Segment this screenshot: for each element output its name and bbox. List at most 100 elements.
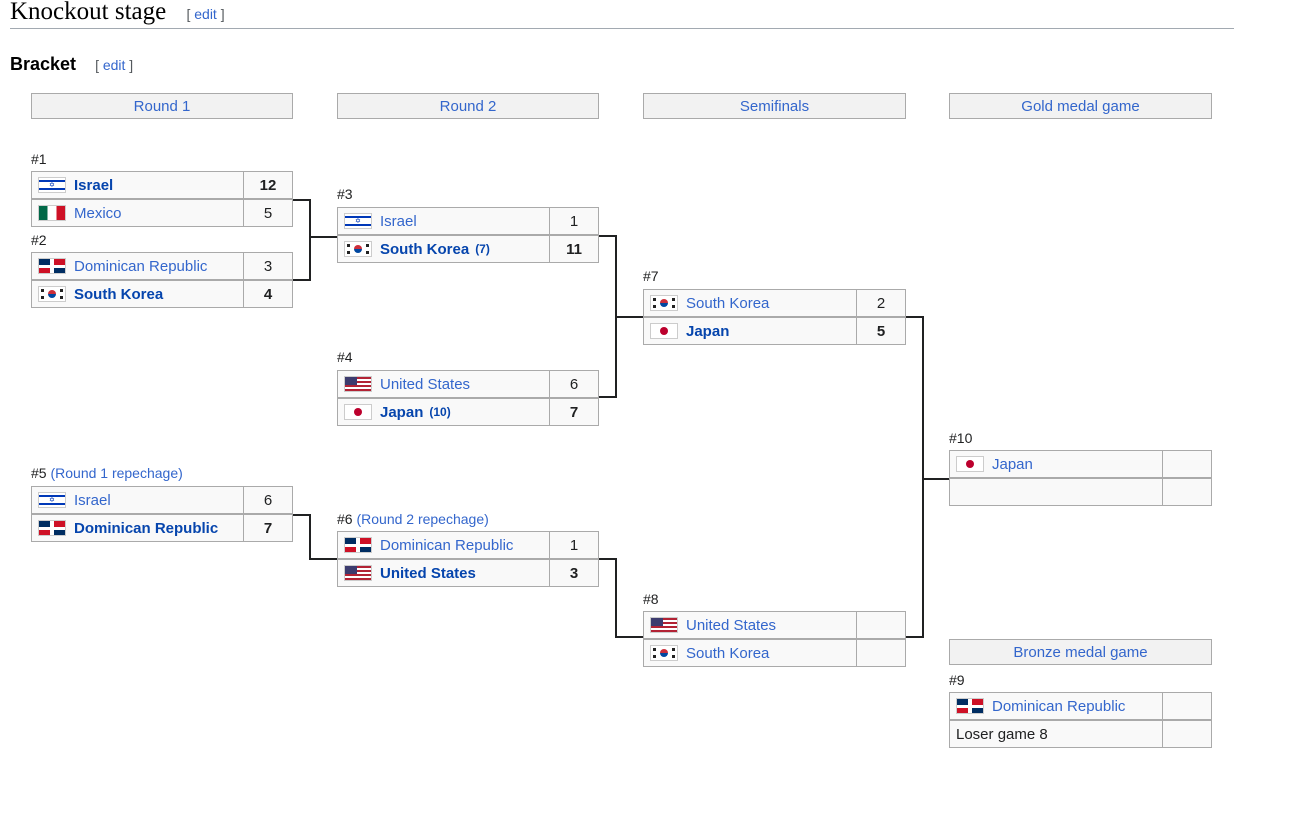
team-name[interactable]: Israel: [74, 176, 114, 194]
match4-team1[interactable]: United States: [337, 370, 550, 398]
match4-team2[interactable]: Japan (10): [337, 398, 550, 426]
match8-score2: [856, 639, 906, 667]
match9-team1[interactable]: Dominican Republic: [949, 692, 1163, 720]
south-korea-flag-icon: [344, 241, 372, 257]
match1-team2[interactable]: Mexico: [31, 199, 244, 227]
united-states-flag-icon: [344, 376, 372, 392]
team-name[interactable]: Mexico: [74, 204, 122, 222]
round-header-2[interactable]: Round 2: [337, 93, 599, 119]
team-name[interactable]: Dominican Republic: [74, 519, 219, 537]
match9-team2: Loser game 8: [949, 720, 1163, 748]
south-korea-flag-icon: [650, 295, 678, 311]
team-name: Loser game 8: [956, 725, 1048, 743]
bracket-connector: [615, 636, 643, 638]
team-name[interactable]: United States: [380, 375, 471, 393]
bracket-connector: [615, 316, 643, 318]
team-name[interactable]: Israel: [380, 212, 417, 230]
team-name[interactable]: United States: [686, 616, 777, 634]
match7-team1[interactable]: South Korea: [643, 289, 857, 317]
match3-team1[interactable]: ✡ Israel: [337, 207, 550, 235]
bracket-connector: [293, 199, 311, 201]
team-name[interactable]: Dominican Republic: [74, 257, 208, 275]
united-states-flag-icon: [344, 565, 372, 581]
match3-score2: 11: [549, 235, 599, 263]
section-heading-text: Knockout stage: [10, 0, 167, 25]
match-label-2: #2: [31, 232, 47, 248]
match-label-4: #4: [337, 349, 353, 365]
subsection-heading-text: Bracket: [10, 54, 77, 74]
dominican-republic-flag-icon: [344, 537, 372, 553]
mexico-flag-icon: [38, 205, 66, 221]
team-name[interactable]: South Korea: [686, 644, 770, 662]
round-header-semifinals[interactable]: Semifinals: [643, 93, 906, 119]
repechage-link[interactable]: (Round 1 repechage): [50, 465, 183, 481]
match-label-9: #9: [949, 672, 965, 688]
round-header-gold-medal[interactable]: Gold medal game: [949, 93, 1212, 119]
team-name[interactable]: Dominican Republic: [992, 697, 1126, 715]
subsection-edit-link[interactable]: [ edit ]: [95, 57, 134, 73]
match8-score1: [856, 611, 906, 639]
heading-divider: [10, 28, 1234, 29]
south-korea-flag-icon: [650, 645, 678, 661]
team-name[interactable]: Japan: [992, 455, 1033, 473]
team-name[interactable]: Dominican Republic: [380, 536, 514, 554]
match5-team1[interactable]: ✡ Israel: [31, 486, 244, 514]
match6-score2: 3: [549, 559, 599, 587]
match6-team1[interactable]: Dominican Republic: [337, 531, 550, 559]
match-label-5: #5 (Round 1 repechage): [31, 465, 183, 481]
match2-score1: 3: [243, 252, 293, 280]
match7-score2: 5: [856, 317, 906, 345]
match2-team2[interactable]: South Korea: [31, 280, 244, 308]
match9-score1: [1162, 692, 1212, 720]
match6-score1: 1: [549, 531, 599, 559]
repechage-link[interactable]: (Round 2 repechage): [356, 511, 489, 527]
subsection-heading: Bracket [ edit ]: [10, 52, 133, 77]
team-name[interactable]: United States: [380, 564, 476, 582]
match10-score1: [1162, 450, 1212, 478]
match8-team2[interactable]: South Korea: [643, 639, 857, 667]
match5-score1: 6: [243, 486, 293, 514]
bracket-connector: [906, 636, 924, 638]
match1-team1[interactable]: ✡ Israel: [31, 171, 244, 199]
bracket-connector: [309, 199, 311, 281]
dominican-republic-flag-icon: [38, 258, 66, 274]
team-name[interactable]: South Korea: [380, 240, 470, 258]
match-label-7: #7: [643, 268, 659, 284]
round-header-1[interactable]: Round 1: [31, 93, 293, 119]
seed-label: (10): [429, 405, 451, 419]
team-name[interactable]: Israel: [74, 491, 111, 509]
israel-flag-icon: ✡: [344, 213, 372, 229]
south-korea-flag-icon: [38, 286, 66, 302]
team-name[interactable]: Japan: [686, 322, 730, 340]
match5-team2[interactable]: Dominican Republic: [31, 514, 244, 542]
match4-score2: 7: [549, 398, 599, 426]
match7-team2[interactable]: Japan: [643, 317, 857, 345]
match6-team2[interactable]: United States: [337, 559, 550, 587]
united-states-flag-icon: [650, 617, 678, 633]
match-label-10: #10: [949, 430, 973, 446]
round-header-bronze-medal[interactable]: Bronze medal game: [949, 639, 1212, 665]
bracket-connector: [615, 558, 617, 638]
match-label-8: #8: [643, 591, 659, 607]
dominican-republic-flag-icon: [38, 520, 66, 536]
bracket-connector: [922, 316, 924, 638]
match1-score2: 5: [243, 199, 293, 227]
section-edit-link[interactable]: [ edit ]: [186, 6, 225, 22]
match10-score2: [1162, 478, 1212, 506]
team-name[interactable]: South Korea: [686, 294, 770, 312]
match5-score2: 7: [243, 514, 293, 542]
seed-label: (7): [475, 242, 490, 256]
section-heading: Knockout stage [ edit ]: [10, 0, 225, 30]
match3-team2[interactable]: South Korea (7): [337, 235, 550, 263]
match8-team1[interactable]: United States: [643, 611, 857, 639]
israel-flag-icon: ✡: [38, 492, 66, 508]
bracket-connector: [309, 558, 337, 560]
bracket-connector: [906, 316, 924, 318]
team-name[interactable]: Japan: [380, 403, 424, 421]
team-name[interactable]: South Korea: [74, 285, 164, 303]
bracket-connector: [293, 279, 311, 281]
match10-team1[interactable]: Japan: [949, 450, 1163, 478]
match9-score2: [1162, 720, 1212, 748]
match2-team1[interactable]: Dominican Republic: [31, 252, 244, 280]
match1-score1: 12: [243, 171, 293, 199]
